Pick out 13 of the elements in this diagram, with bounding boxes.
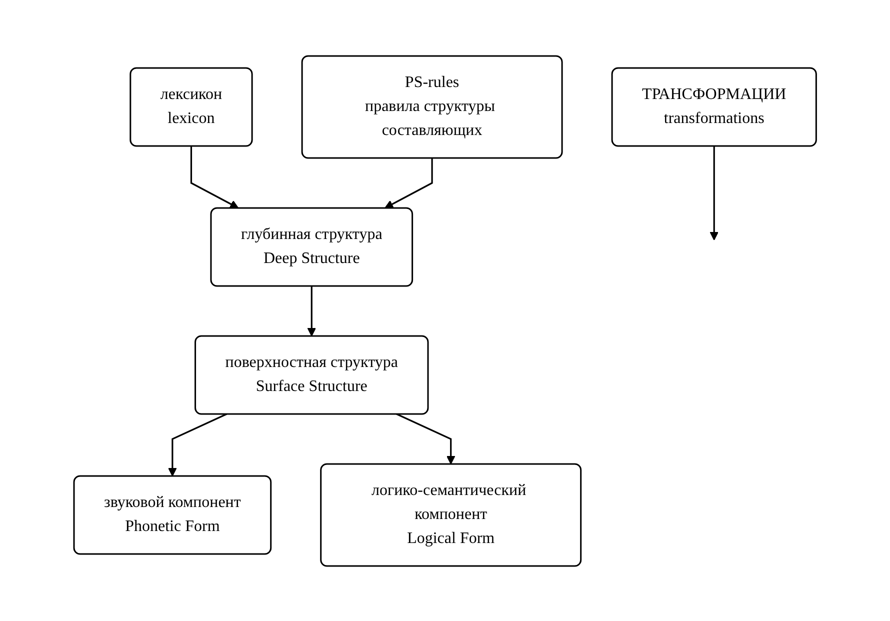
node-box: PS-rules правила структуры составляющих <box>301 54 563 158</box>
node-box: ТРАНСФОРМАЦИИ transformations <box>611 66 817 146</box>
arrow <box>190 146 239 208</box>
node-box: глубинная структура Deep Structure <box>210 206 413 286</box>
arrow <box>168 412 228 476</box>
arrow <box>307 286 316 336</box>
node-box: поверхностная структура Surface Structure <box>194 334 429 414</box>
arrow <box>384 158 433 208</box>
node-box: лексикон lexicon <box>130 66 253 146</box>
node-box: логико-семантический компонент Logical Form <box>320 462 582 566</box>
node-box: звуковой компонент Phonetic Form <box>73 474 272 554</box>
arrow <box>396 412 456 464</box>
arrow <box>710 146 718 240</box>
